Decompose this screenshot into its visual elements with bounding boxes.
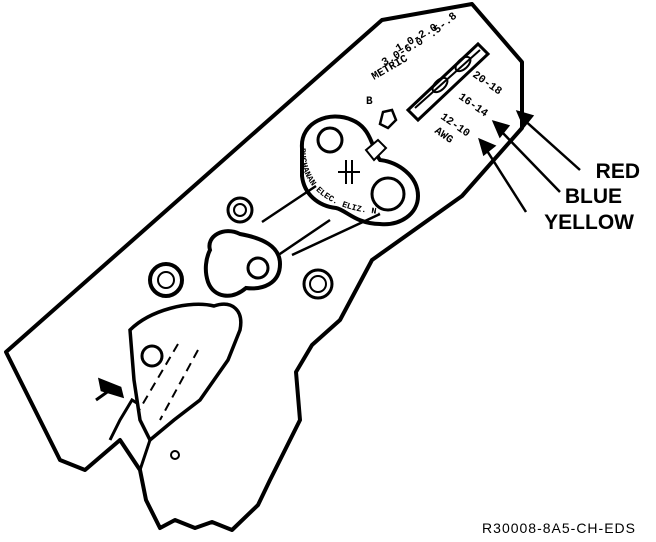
slide-dashed-guide	[137, 343, 199, 421]
right-screw	[302, 268, 334, 300]
cam-lever	[203, 229, 283, 298]
cam-lever-pivot	[246, 256, 270, 280]
die-slot	[405, 41, 491, 123]
callout-blue: BLUE	[565, 185, 622, 208]
handle-stub	[95, 377, 125, 402]
arrow-head-yellow	[478, 137, 497, 157]
callout-red: RED	[596, 160, 640, 183]
cam-plate-symbol	[338, 160, 360, 184]
callout-arrows	[478, 110, 581, 213]
pin-letter-b: B	[366, 96, 373, 108]
slide-screw	[140, 344, 164, 368]
cam-plate-upper-hole	[316, 126, 344, 154]
left-stud	[148, 262, 184, 298]
callout-yellow: YELLOW	[544, 211, 634, 234]
figure-id: R30008-8A5-CH-EDS	[482, 520, 636, 536]
left-screw	[226, 196, 254, 224]
arrow-head-blue	[491, 120, 511, 139]
arrow-head-red	[515, 110, 535, 129]
lower-jaw-slide	[128, 302, 243, 460]
slide-small-hole	[170, 450, 180, 460]
cam-plate-lower-hole	[370, 176, 406, 212]
cam-plate-notch	[364, 138, 388, 162]
die-pin	[378, 108, 398, 130]
